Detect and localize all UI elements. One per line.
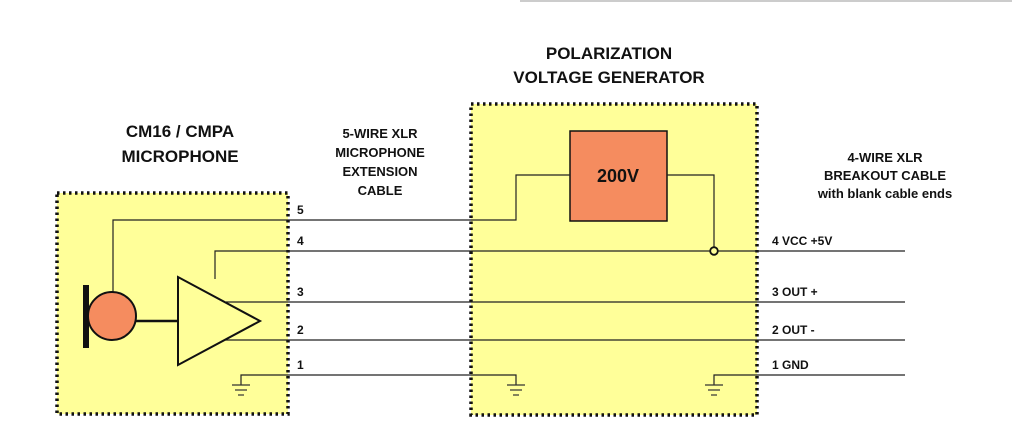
extension-cable-line2: MICROPHONE xyxy=(335,145,425,160)
pin-number: 1 xyxy=(297,358,304,372)
extension-cable-line3: EXTENSION xyxy=(342,164,417,179)
amplifier-triangle-icon xyxy=(177,275,263,367)
microphone-capsule-icon xyxy=(83,285,178,348)
wire-gnd-output xyxy=(713,374,905,385)
breakout-cable-line2: BREAKOUT CABLE xyxy=(824,168,946,183)
pin-number: 3 xyxy=(297,285,304,299)
output-label: 1 GND xyxy=(772,358,809,372)
ground-symbol-icon xyxy=(232,384,250,396)
microphone-title-line1: CM16 / CMPA xyxy=(126,122,234,141)
voltage-source-label: 200V xyxy=(597,166,639,186)
breakout-cable-line3: with blank cable ends xyxy=(817,186,952,201)
breakout-cable-line1: 4-WIRE XLR xyxy=(847,150,923,165)
wire-pin5 xyxy=(112,174,570,292)
extension-cable-line1: 5-WIRE XLR xyxy=(342,126,418,141)
ground-symbol-icon xyxy=(507,384,525,396)
pin-number: 2 xyxy=(297,323,304,337)
generator-title-line1: POLARIZATION xyxy=(546,44,672,63)
microphone-title-line2: MICROPHONE xyxy=(121,147,238,166)
output-label: 2 OUT - xyxy=(772,323,815,337)
wire-pin1 xyxy=(240,374,517,385)
extension-cable-line4: CABLE xyxy=(358,183,403,198)
wire-pin4 xyxy=(214,250,905,279)
output-label: 4 VCC +5V xyxy=(772,234,832,248)
junction-dot-icon xyxy=(709,246,719,256)
voltage-source-box xyxy=(569,130,668,222)
pin-number: 5 xyxy=(297,203,304,217)
generator-title-line2: VOLTAGE GENERATOR xyxy=(513,68,704,87)
output-label: 3 OUT + xyxy=(772,285,818,299)
pin-number: 4 xyxy=(297,234,304,248)
ground-symbol-icon xyxy=(705,384,723,396)
wire-generator-output xyxy=(667,174,715,251)
